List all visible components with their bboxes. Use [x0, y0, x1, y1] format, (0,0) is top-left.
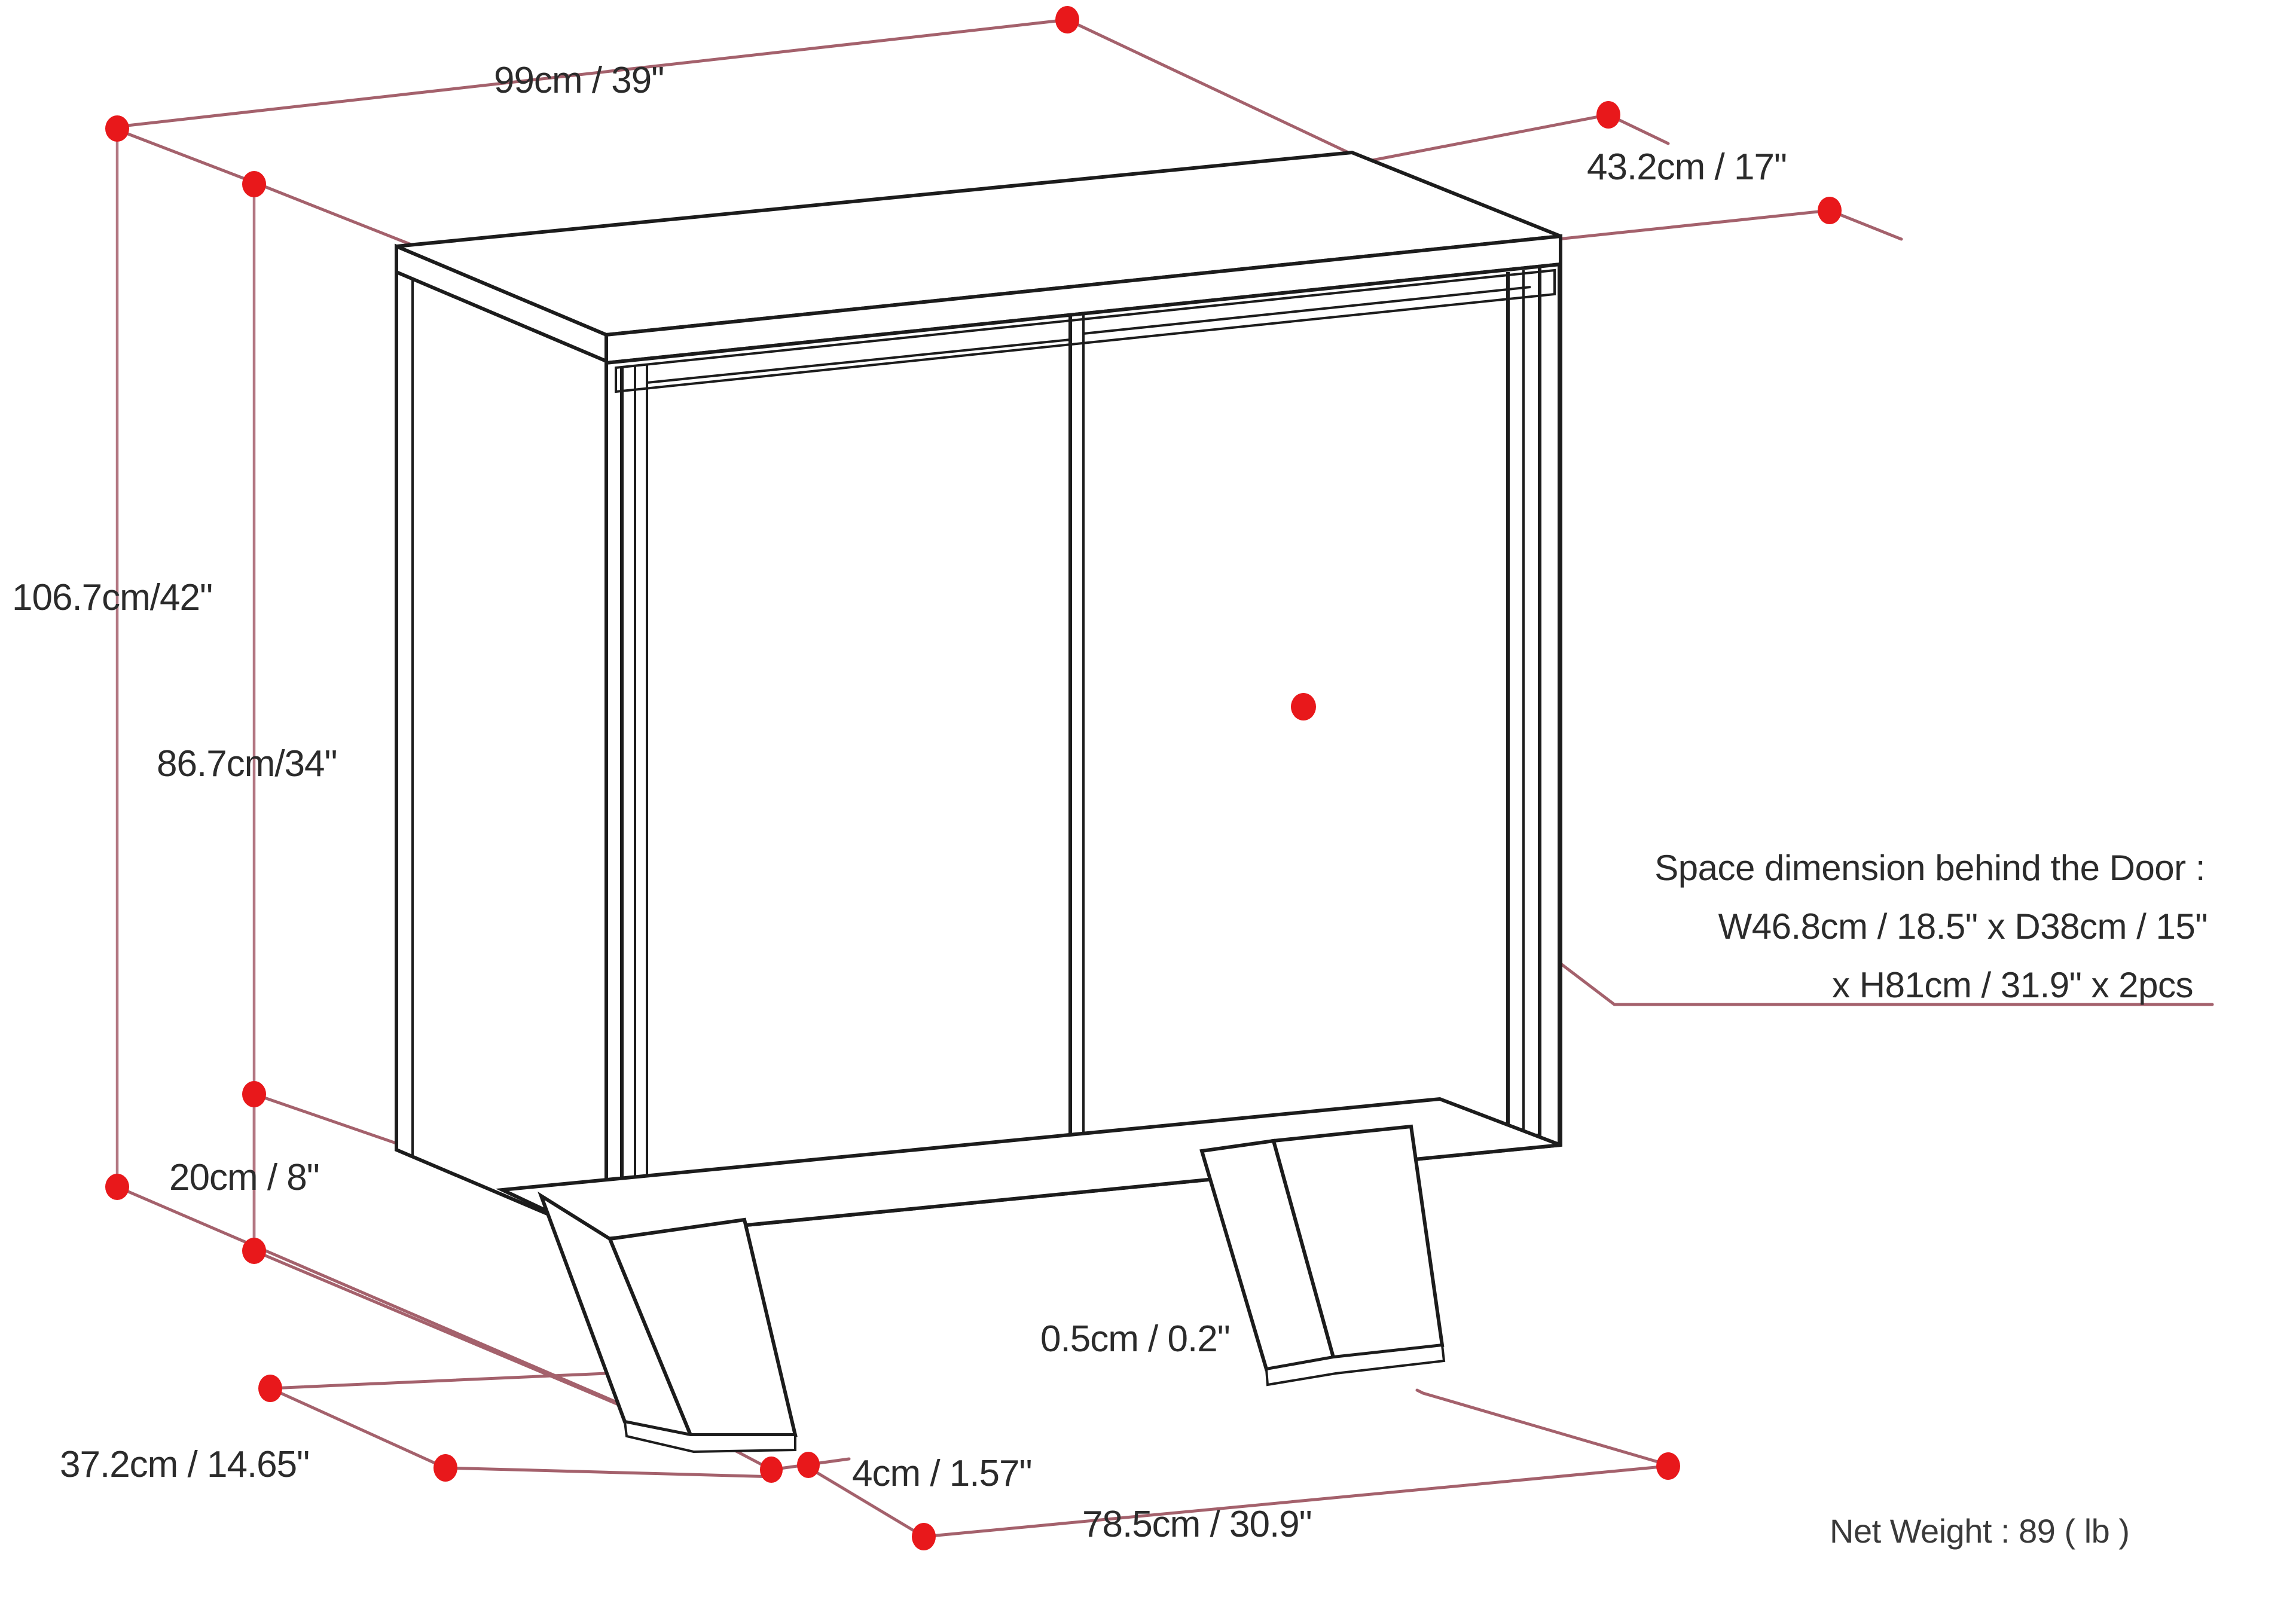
label-leg-span: 78.5cm / 30.9" — [1082, 1504, 1312, 1545]
marker-dot-depth-upper — [1596, 101, 1620, 129]
marker-dot-width-apex — [1055, 6, 1079, 33]
marker-dot-overall-bottom — [105, 1174, 129, 1200]
right-door-top-reveal — [1083, 286, 1531, 335]
marker-dot-foot-width-left — [760, 1457, 783, 1483]
net-weight-label: Net Weight : 89 ( lb ) — [1830, 1512, 2130, 1550]
cabinet-illustration — [395, 150, 1562, 1454]
label-overall-depth: 43.2cm / 17" — [1587, 146, 1787, 188]
cabinet-left-side-panel — [395, 269, 608, 1242]
marker-dot-leg-top — [242, 1081, 266, 1107]
label-overall-height: 106.7cm/42" — [12, 577, 212, 618]
marker-dot-foot-width-right — [797, 1452, 820, 1478]
left-leg-edge-line — [609, 1238, 692, 1436]
marker-dot-depth-leg-mid — [433, 1454, 457, 1482]
marker-dot-height-top — [242, 171, 266, 197]
label-leg-thickness: 0.5cm / 0.2" — [1040, 1318, 1230, 1360]
width-dimension-line — [115, 18, 1350, 154]
marker-dot-depth-leg-left — [258, 1375, 282, 1402]
interior-space-note-line-2: W46.8cm / 18.5" x D38cm / 15" — [1718, 906, 2208, 946]
marker-dot-leg-span-right — [1656, 1452, 1680, 1480]
overall-height-top-leader — [115, 128, 256, 184]
interior-space-note-line-3: x H81cm / 31.9" x 2pcs — [1832, 965, 2193, 1005]
depth-dimension-line-lower — [1556, 209, 1903, 241]
right-leg-edge-line — [1272, 1140, 1335, 1358]
interior-space-note-line-1: Space dimension behind the Door : — [1654, 848, 2205, 888]
label-foot-width: 4cm / 1.57" — [852, 1453, 1031, 1494]
marker-dot-depth-lower — [1818, 197, 1842, 224]
interior-space-note: Space dimension behind the Door : W46.8c… — [1654, 848, 2208, 1005]
leg-span-right-leader — [1415, 1388, 1670, 1467]
dimension-marker-dots — [105, 6, 1842, 1550]
marker-dot-leg-span-left — [912, 1523, 936, 1550]
marker-dot-interior-space — [1291, 693, 1316, 720]
dimension-labels-group: 99cm / 39" 43.2cm / 17" 106.7cm/42" 86.7… — [12, 60, 1787, 1545]
marker-dot-width-left — [105, 115, 129, 142]
left-door-top-reveal — [646, 338, 1071, 384]
body-height-top-leader — [252, 181, 414, 247]
depth-leg-dimension-line — [269, 1367, 779, 1479]
label-overall-width: 99cm / 39" — [494, 60, 664, 101]
label-body-height: 86.7cm/34" — [157, 743, 337, 784]
marker-dot-leg-bottom — [242, 1238, 266, 1264]
label-leg-splay-depth: 37.2cm / 14.65" — [60, 1444, 309, 1485]
label-leg-height: 20cm / 8" — [169, 1157, 319, 1198]
